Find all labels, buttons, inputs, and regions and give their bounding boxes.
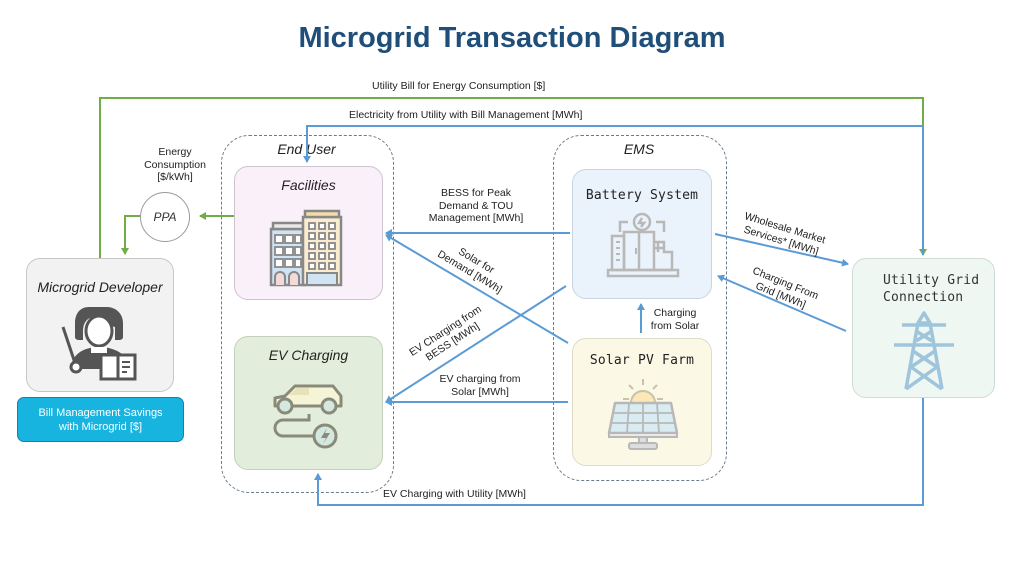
battery-system-title: Battery System [585,188,699,203]
ev-solar-line1: EV charging from [439,373,521,385]
utility-grid-node[interactable]: Utility Grid Connection [852,258,995,398]
electricity-from-utility-connector [303,125,924,255]
solar-pv-farm-title: Solar PV Farm [589,353,695,368]
ev-utility-connector [314,398,924,506]
bess-peak-label: BESS for Peak Demand & TOU Management [M… [416,187,536,225]
utility-grid-title-line2: Connection [883,290,964,305]
charging-solar-label: Charging from Solar [645,307,705,332]
bess-peak-line2: Demand & TOU [438,199,514,212]
office-building-icon [269,209,343,287]
ev-bess-connector [385,285,567,403]
solar-pv-farm-node[interactable]: Solar PV Farm [572,338,712,466]
microgrid-developer-title: Microgrid Developer [37,279,163,295]
charging-solar-line1: Charging [653,307,697,319]
utility-grid-title-line1: Utility Grid [883,273,980,288]
wholesale-connector [714,233,849,267]
electricity-from-utility-label: Electricity from Utility with Bill Manag… [349,109,583,121]
ev-utility-label: EV Charging with Utility [MWh] [383,488,526,500]
bill-management-savings-box[interactable]: Bill Management Savings with Microgrid [… [17,397,184,442]
ems-group-title: EMS [623,141,655,157]
ev-charging-title: EV Charging [268,347,349,363]
charging-solar-line2: from Solar [650,319,700,332]
energy-consumption-line1: Energy [158,146,192,158]
ppa-to-developer-connector [121,215,140,255]
ppa-node[interactable]: PPA [140,192,190,242]
solar-panel-icon [607,379,679,450]
energy-consumption-label: Energy Consumption [$/kWh] [125,146,225,184]
ev-solar-line2: Solar [MWh] [451,385,509,398]
ems-group [553,135,727,481]
solar-demand-connector [385,234,569,344]
ev-charging-node[interactable]: EV Charging [234,336,383,470]
ppa-label: PPA [153,210,177,224]
transmission-tower-icon [894,311,954,391]
savings-line2: with Microgrid [$] [58,421,143,433]
energy-consumption-line3: [$/kWh] [157,171,193,183]
ev-solar-label: EV charging from Solar [MWh] [425,373,535,398]
energy-consumption-line2: Consumption [144,158,206,171]
facilities-title: Facilities [281,177,336,193]
bess-peak-line1: BESS for Peak [440,187,512,199]
utility-bill-label: Utility Bill for Energy Consumption [$] [372,80,546,92]
facilities-node[interactable]: Facilities [234,166,383,300]
ev-car-charging-icon [273,384,343,449]
charging-grid-connector [717,274,847,332]
battery-storage-icon [606,212,680,278]
battery-system-node[interactable]: Battery System [572,169,712,299]
bess-peak-line3: Management [MWh] [428,212,524,224]
microgrid-developer-node[interactable]: Microgrid Developer [26,258,174,392]
savings-line1: Bill Management Savings [38,407,163,419]
presenter-person-icon [61,307,137,381]
diagram-title: Microgrid Transaction Diagram [298,22,726,54]
